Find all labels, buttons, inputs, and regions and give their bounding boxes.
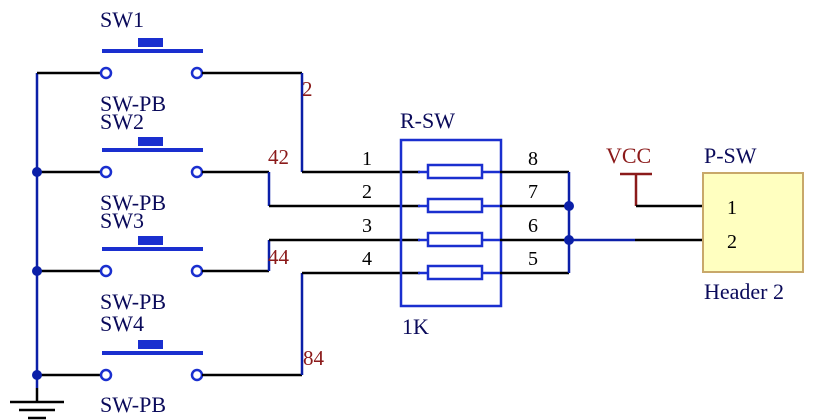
signal-wires bbox=[202, 71, 420, 377]
ground-symbol-icon bbox=[10, 388, 64, 420]
pin-number: 2 bbox=[727, 231, 737, 253]
resistor-icon bbox=[426, 231, 484, 248]
resistor-icon bbox=[426, 163, 484, 180]
switch-sw3: SW3 SW-PB bbox=[99, 208, 204, 314]
vcc-power-port: VCC bbox=[606, 143, 703, 208]
switch-comment: SW-PB bbox=[100, 91, 166, 116]
power-label: VCC bbox=[606, 143, 651, 168]
switch-designator: SW4 bbox=[100, 311, 144, 336]
ground-rail bbox=[32, 71, 106, 388]
switch-comment: SW-PB bbox=[100, 392, 166, 417]
switch-terminal bbox=[99, 165, 113, 179]
resistor-icon bbox=[426, 264, 484, 281]
pin-number: 4 bbox=[362, 248, 372, 270]
junction-dot bbox=[32, 370, 42, 380]
switch-comment: SW-PB bbox=[100, 190, 166, 215]
switch-designator: SW1 bbox=[100, 7, 144, 32]
switch-terminal bbox=[190, 165, 204, 179]
header-body bbox=[702, 172, 804, 273]
switch-sw1: SW1 SW-PB bbox=[99, 7, 204, 116]
net-label: 2 bbox=[302, 77, 313, 101]
switch-terminal bbox=[99, 264, 113, 278]
pin-number: 2 bbox=[362, 181, 372, 203]
switch-terminal bbox=[99, 368, 113, 382]
resistor-network: R-SW 1 2 3 4 8 7 6 5 1K bbox=[362, 108, 538, 339]
resistor-network-designator: R-SW bbox=[400, 108, 455, 133]
switch-terminal bbox=[190, 66, 204, 80]
pin-number: 1 bbox=[727, 197, 737, 219]
switch-designator: SW3 bbox=[100, 208, 144, 233]
header-designator: P-SW bbox=[704, 143, 757, 168]
header-connector: P-SW 1 2 Header 2 bbox=[702, 143, 804, 304]
switch-sw2: SW2 SW-PB bbox=[99, 109, 204, 215]
junction-dot bbox=[32, 167, 42, 177]
switch-terminal bbox=[190, 264, 204, 278]
switch-comment: SW-PB bbox=[100, 289, 166, 314]
pin-number: 8 bbox=[528, 148, 538, 170]
switch-designator: SW2 bbox=[100, 109, 144, 134]
junction-dot bbox=[32, 266, 42, 276]
switch-terminal bbox=[190, 368, 204, 382]
switch-sw4: SW4 SW-PB bbox=[99, 311, 204, 417]
resistor-network-value: 1K bbox=[402, 314, 429, 339]
switch-terminal bbox=[99, 66, 113, 80]
pin-number: 6 bbox=[528, 215, 538, 237]
pin-number: 7 bbox=[528, 181, 538, 203]
net-label: 44 bbox=[268, 245, 290, 269]
resistor-icon bbox=[426, 197, 484, 214]
resistor-network-body bbox=[399, 138, 503, 308]
net-label: 84 bbox=[303, 346, 325, 370]
pin-number: 1 bbox=[362, 148, 372, 170]
junction-dot bbox=[564, 201, 574, 211]
net-label: 42 bbox=[268, 145, 289, 169]
header-comment: Header 2 bbox=[704, 279, 784, 304]
pin-number: 3 bbox=[362, 215, 372, 237]
common-bus bbox=[500, 170, 703, 275]
pin-number: 5 bbox=[528, 248, 538, 270]
